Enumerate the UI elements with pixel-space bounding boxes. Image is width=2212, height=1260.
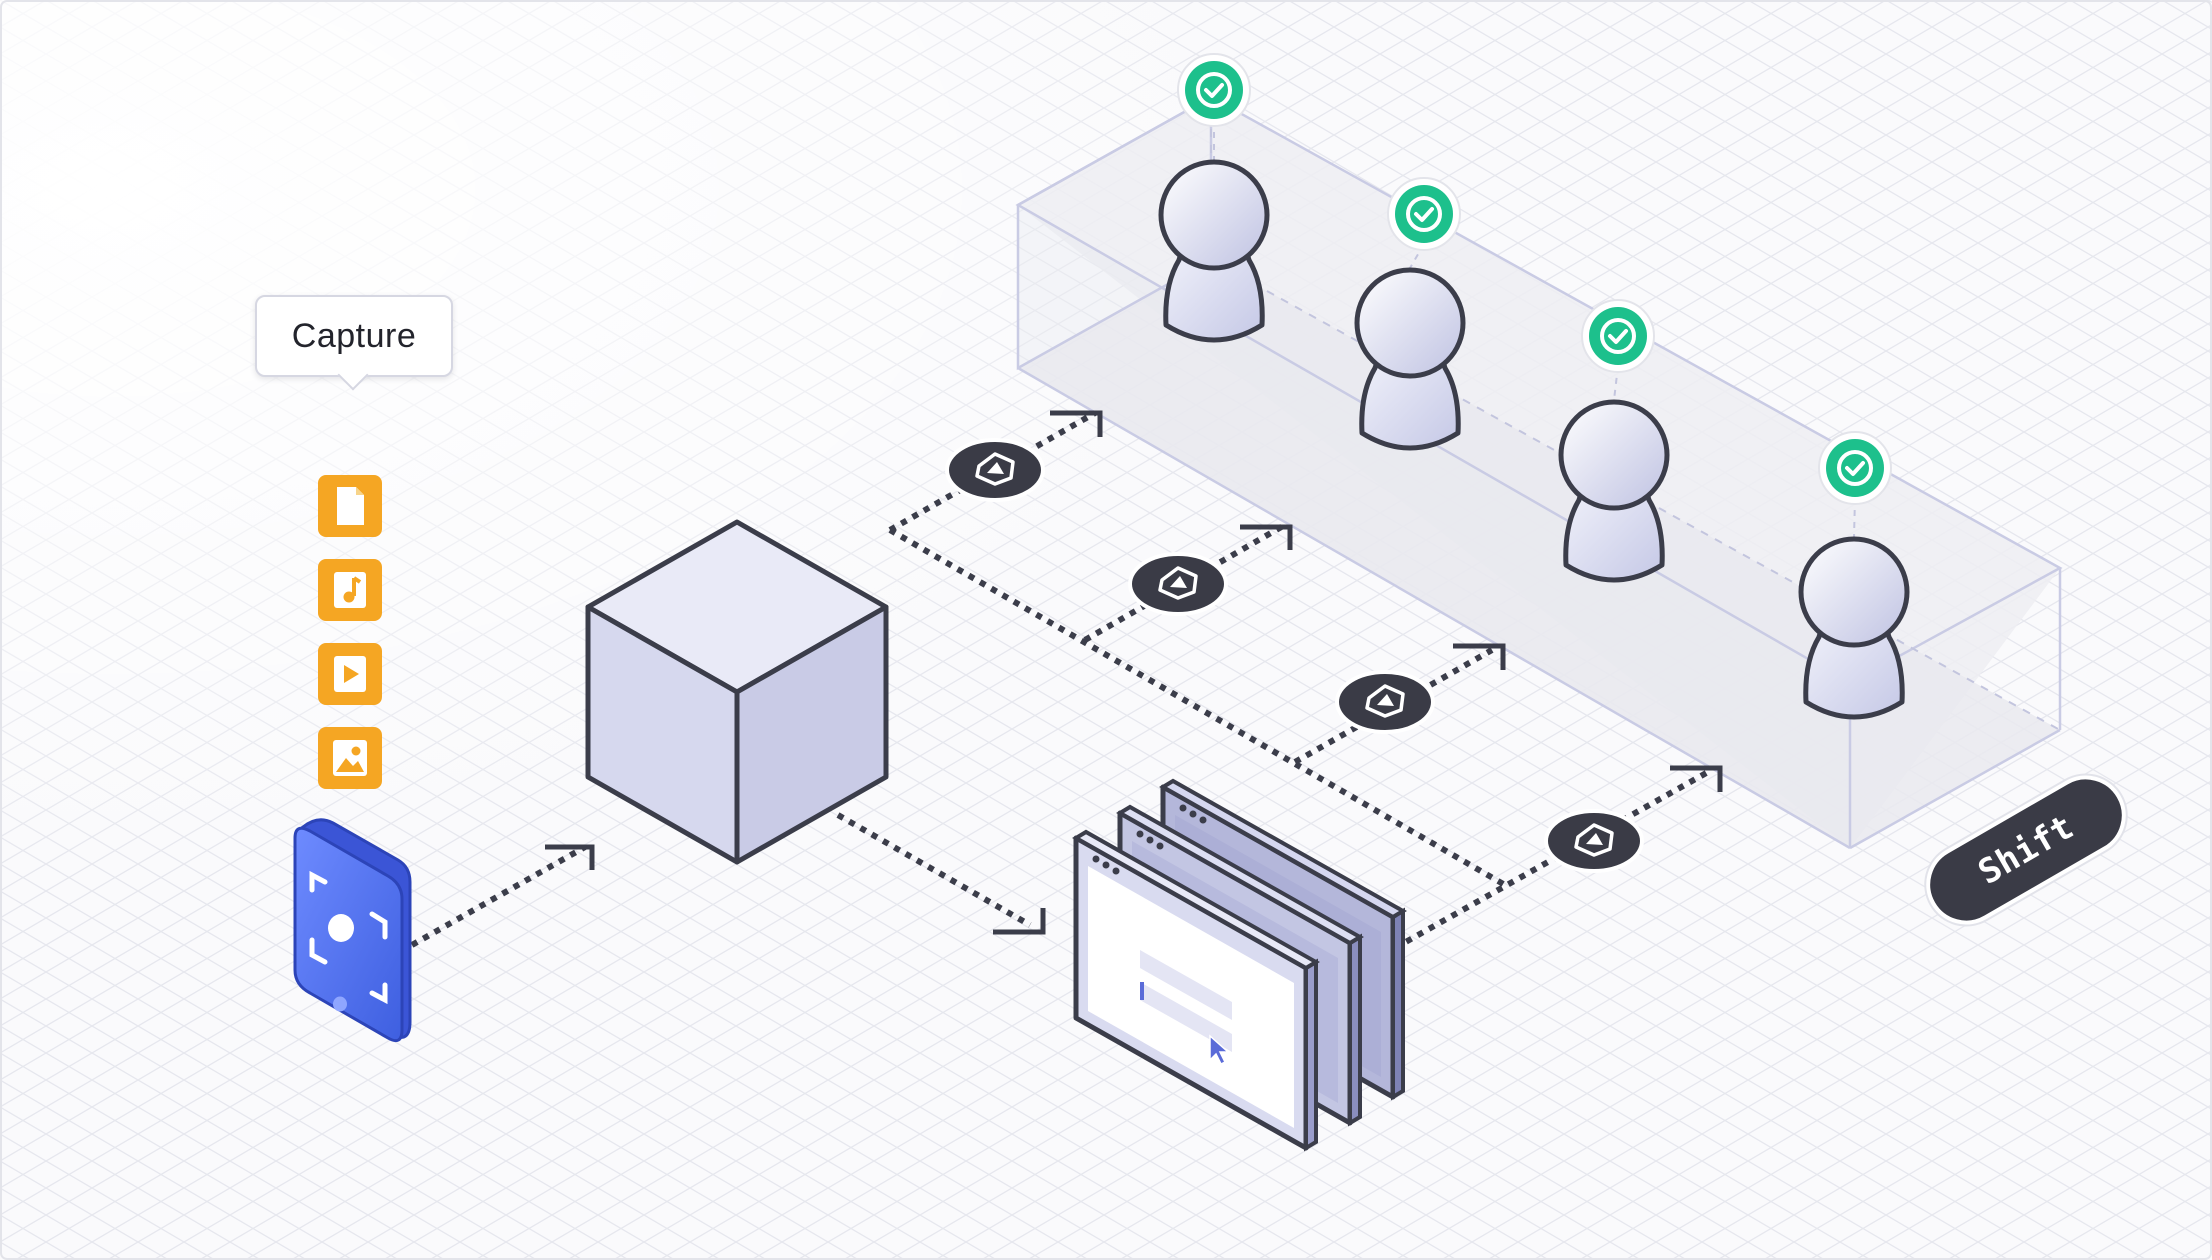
person-figure: [1798, 431, 1910, 720]
route-trunk-line: [888, 527, 1507, 888]
arrowhead-route-2: [1240, 524, 1293, 550]
people-group: [1158, 53, 1910, 720]
form-field-2: [1140, 982, 1232, 1052]
people-platform: [1015, 94, 2063, 850]
cube-to-screens-line: [836, 812, 1032, 928]
route-tokens: [945, 438, 1644, 873]
check-badge-icon: [1818, 431, 1892, 505]
route-token-icon: [1335, 670, 1435, 734]
person-head: [1798, 536, 1910, 648]
processing-cube: [585, 519, 889, 865]
person-head: [1354, 267, 1466, 379]
arrowhead-route-1: [1050, 410, 1103, 437]
person-figure: [1354, 177, 1466, 451]
phone-device: [293, 818, 412, 1043]
arrowheads: [545, 410, 1723, 935]
music-icon: [318, 559, 382, 621]
person-head: [1158, 159, 1270, 271]
route-token-icon: [945, 438, 1045, 502]
check-badge-icon: [1581, 299, 1655, 373]
arrowhead-route-4: [1670, 765, 1723, 792]
arrowhead-route-3: [1453, 643, 1506, 670]
capture-label: Capture: [291, 316, 417, 355]
person-figure: [1558, 299, 1670, 583]
browser-window-front: [1072, 829, 1320, 1152]
video-icon: [318, 643, 382, 705]
capture-tooltip: Capture: [255, 295, 453, 391]
check-badge-icon: [1177, 53, 1251, 127]
form-field-1: [1140, 950, 1232, 1020]
person-figure: [1158, 53, 1270, 343]
route-4-line: [1393, 769, 1710, 951]
file-icon: [318, 475, 382, 537]
image-icon: [318, 727, 382, 789]
browser-windows-stack: [1072, 778, 1407, 1152]
media-icons-column: [318, 475, 382, 789]
pointer-icon: [1209, 1034, 1230, 1066]
check-badge-icon: [1387, 177, 1461, 251]
person-head: [1558, 399, 1670, 511]
route-token-icon: [1544, 809, 1644, 873]
arrowhead-screens: [993, 908, 1046, 935]
arrowhead-cube: [545, 844, 595, 870]
route-token-icon: [1128, 552, 1228, 616]
